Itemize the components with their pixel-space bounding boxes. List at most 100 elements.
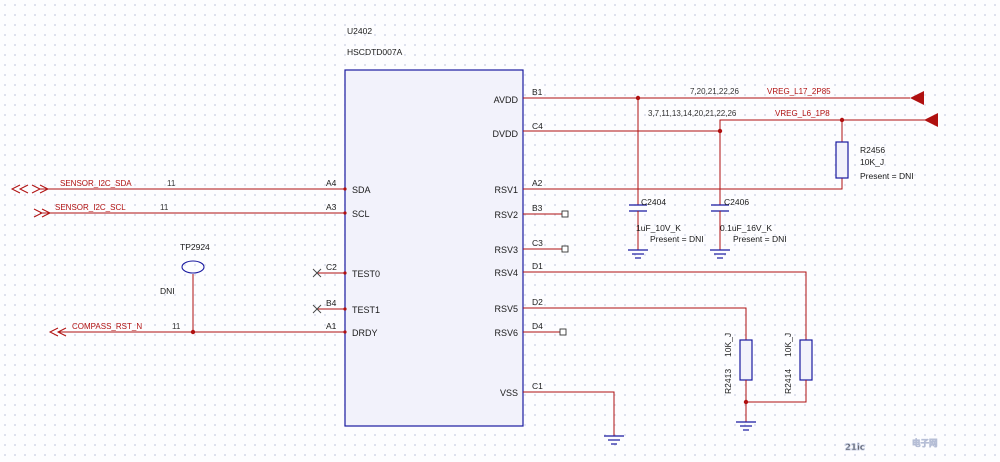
resistor-r2456: [835, 141, 849, 179]
offsheet-sda-arrow-a: [10, 184, 21, 194]
open-pin-rsv2: [561, 210, 569, 218]
pin-dot-drdy: [343, 330, 347, 334]
r2456-value: 10K_J: [860, 157, 884, 167]
pin-dot-test0: [343, 271, 347, 275]
pin-name-sda: SDA: [352, 185, 371, 195]
net-label-dvdd: VREG_L6_1P8: [775, 109, 830, 118]
wire-vss: [523, 391, 615, 436]
power-flag-dvdd: [924, 113, 938, 127]
r2456-note: Present = DNI: [860, 171, 914, 181]
r2413-ref: R2413: [723, 369, 733, 394]
offsheet-sda-arrow-c: [31, 184, 42, 194]
wire-dvdd: [523, 119, 930, 132]
ball-a3: A3: [326, 202, 337, 212]
ball-a4: A4: [326, 178, 337, 188]
pin-dot-sda: [343, 187, 347, 191]
testpoint-note: DNI: [160, 286, 175, 296]
pin-name-test0: TEST0: [352, 269, 380, 279]
chip-body: [344, 69, 524, 427]
pin-name-avdd: AVDD: [494, 95, 519, 105]
net-page-rst: 11: [172, 322, 181, 331]
ball-d4: D4: [532, 321, 543, 331]
resistor-r2414: [799, 339, 813, 381]
net-label-avdd: VREG_L17_2P85: [767, 87, 831, 96]
open-pin-rsv6: [559, 328, 567, 336]
ball-c1: C1: [532, 381, 543, 391]
ball-c4: C4: [532, 121, 543, 131]
net-label-sda: SENSOR_I2C_SDA: [60, 179, 132, 188]
offsheet-rst-arrow-a: [48, 327, 59, 337]
ball-b1: B1: [532, 87, 543, 97]
wire-rsv5: [523, 307, 747, 340]
junction-dvdd-r2456: [839, 117, 845, 123]
offsheet-scl-arrow-b: [41, 208, 52, 218]
pin-name-rsv4: RSV4: [494, 268, 518, 278]
r2456-ref: R2456: [860, 145, 885, 155]
c2404-note: Present = DNI: [650, 234, 704, 244]
ball-c2: C2: [326, 262, 337, 272]
c2404-value: 1uF_10V_K: [636, 223, 681, 233]
net-label-rst: COMPASS_RST_N: [72, 322, 142, 331]
chip-part: HSCDTD007A: [347, 47, 403, 57]
nc-test1-b: [312, 304, 322, 314]
net-pages-avdd: 7,20,21,22,26: [690, 87, 739, 96]
pin-dot-test1: [343, 307, 347, 311]
watermark-cn: 电子网: [912, 438, 938, 449]
r2414-ref: R2414: [783, 369, 793, 394]
power-flag-avdd: [910, 91, 924, 105]
ball-d1: D1: [532, 261, 543, 271]
ground-symbol-c2406: [710, 249, 730, 259]
nc-test0-b: [312, 268, 322, 278]
ball-a1: A1: [326, 321, 337, 331]
pin-name-rsv5: RSV5: [494, 304, 518, 314]
offsheet-sda-arrow-d: [39, 184, 50, 194]
wire-rsv4: [523, 271, 807, 340]
pin-name-rsv6: RSV6: [494, 328, 518, 338]
pin-name-drdy: DRDY: [352, 328, 378, 338]
pin-name-rsv2: RSV2: [494, 210, 518, 220]
c2406-value: 0.1uF_16V_K: [720, 223, 772, 233]
pin-name-dvdd: DVDD: [492, 129, 518, 139]
chip-ref: U2402: [347, 26, 372, 36]
resistor-r2413: [739, 339, 753, 381]
c2404-ref: C2404: [641, 197, 666, 207]
ball-c3: C3: [532, 238, 543, 248]
ground-symbol-c2404: [628, 249, 648, 259]
junction-pulldown-gnd: [743, 399, 749, 405]
offsheet-rst-arrow-b: [56, 327, 67, 337]
testpoint-ref: TP2924: [180, 242, 210, 252]
net-pages-dvdd: 3,7,11,13,14,20,21,22,26: [648, 109, 737, 118]
c2406-ref: C2406: [724, 197, 749, 207]
ball-b4: B4: [326, 298, 337, 308]
pin-dot-scl: [343, 211, 347, 215]
pin-name-vss: VSS: [500, 388, 518, 398]
ball-b3: B3: [532, 203, 543, 213]
ground-symbol-vss: [604, 435, 624, 445]
watermark-brand: 21ic: [845, 443, 865, 453]
ball-a2: A2: [532, 178, 543, 188]
r2414-value: 10K_J: [783, 333, 793, 357]
open-pin-rsv3: [561, 245, 569, 253]
wire-r2414-bottom: [746, 380, 807, 403]
c2406-note: Present = DNI: [733, 234, 787, 244]
junction-drdy-tp: [190, 329, 196, 335]
testpoint-tp2924: [181, 260, 205, 274]
watermark-21ic: 21ic 电子网: [845, 438, 938, 454]
junction-avdd-c2404: [635, 95, 641, 101]
ground-symbol-pulldown: [736, 421, 756, 431]
ball-d2: D2: [532, 297, 543, 307]
pin-name-rsv1: RSV1: [494, 185, 518, 195]
pin-name-scl: SCL: [352, 209, 370, 219]
junction-dvdd-c2406: [717, 128, 723, 134]
wire-rsv1: [523, 178, 843, 190]
net-page-scl: 11: [160, 203, 169, 212]
r2413-value: 10K_J: [723, 333, 733, 357]
net-page-sda: 11: [167, 179, 176, 188]
net-label-scl: SENSOR_I2C_SCL: [55, 203, 126, 212]
offsheet-scl-arrow-a: [33, 208, 44, 218]
pin-name-test1: TEST1: [352, 305, 380, 315]
offsheet-sda-arrow-b: [18, 184, 29, 194]
pin-name-rsv3: RSV3: [494, 245, 518, 255]
